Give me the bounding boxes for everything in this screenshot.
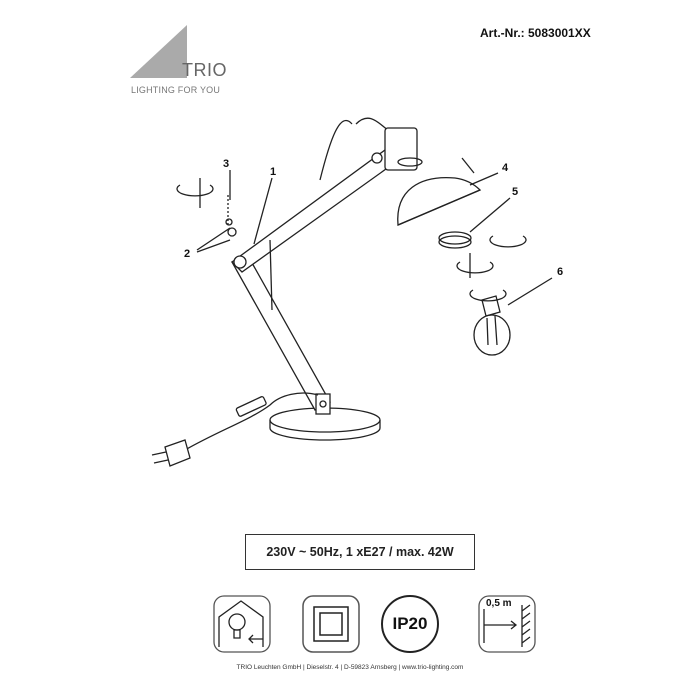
part-label-5: 5: [512, 186, 519, 198]
trio-logo-triangle-icon: [130, 25, 187, 78]
ip20-icon: IP20: [381, 595, 439, 653]
protection-class-2-icon: [302, 595, 360, 653]
lamp-assembly-diagram: [151, 117, 553, 467]
electrical-spec: 230V ~ 50Hz, 1 xE27 / max. 42W: [245, 534, 475, 570]
min-distance-icon: [478, 595, 536, 653]
logo-tagline: LIGHTING FOR YOU: [131, 85, 221, 95]
part-label-1: 1: [270, 166, 277, 178]
indoor-use-icon: [213, 595, 271, 653]
article-number: Art.-Nr.: 5083001XX: [480, 26, 591, 40]
footer-address: TRIO Leuchten GmbH | Dieselstr. 4 | D-59…: [236, 664, 464, 671]
distance-label: 0,5 m: [486, 598, 512, 609]
part-label-2: 2: [184, 248, 191, 260]
logo-name: TRIO: [182, 60, 227, 80]
part-label-6: 6: [557, 266, 564, 278]
part-label-3: 3: [223, 158, 230, 170]
part-label-4: 4: [502, 162, 509, 174]
